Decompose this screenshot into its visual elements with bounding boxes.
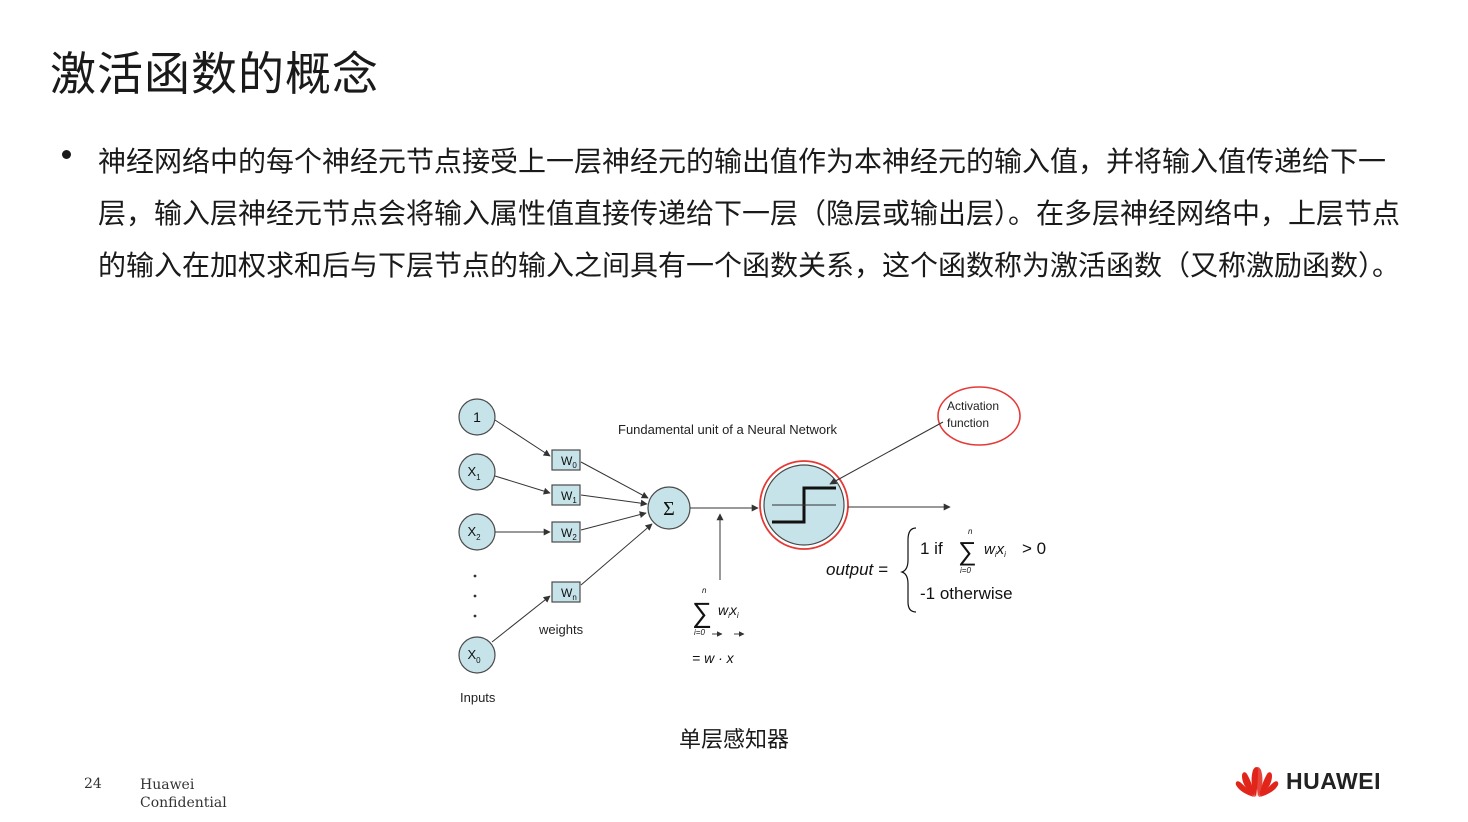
input-node-label: X0 <box>467 647 481 665</box>
svg-text:= w · x: = w · x <box>692 650 735 666</box>
svg-text:Wn: Wn <box>561 586 577 602</box>
svg-text:-1 otherwise: -1 otherwise <box>920 584 1013 603</box>
svg-text:wixi: wixi <box>718 602 739 620</box>
svg-text:> 0: > 0 <box>1022 539 1046 558</box>
input-node-label: X2 <box>467 524 481 542</box>
slide-title: 激活函数的概念 <box>50 47 379 101</box>
output-formula: output = 1 if n ∑ i=0 wixi > 0 -1 otherw… <box>826 527 1046 613</box>
svg-text:i=0: i=0 <box>694 628 705 637</box>
weight-box-w2: W2 <box>551 521 581 543</box>
bullet-text: 神经网络中的每个神经元节点接受上一层神经元的输出值作为本神经元的输入值，并将输入… <box>98 145 1401 282</box>
summation-node: Σ <box>647 486 691 530</box>
svg-text:i=0: i=0 <box>960 566 971 575</box>
svg-text:1 if: 1 if <box>920 539 943 558</box>
confidential-line2: Confidential <box>140 795 227 811</box>
svg-text:∑: ∑ <box>692 597 712 628</box>
input-node-x0: X0 <box>458 636 496 674</box>
input-node-label: X1 <box>467 464 481 482</box>
input-node-x2: X2 <box>458 513 496 551</box>
huawei-flower-icon <box>1235 767 1279 797</box>
svg-text:output =: output = <box>826 560 888 579</box>
svg-text:n: n <box>702 586 707 595</box>
sigma-symbol: Σ <box>663 498 675 520</box>
svg-text:∑: ∑ <box>958 536 977 566</box>
activation-label-line1: Activation <box>947 399 999 413</box>
input-node-x1: X1 <box>458 453 496 491</box>
diagram-title: Fundamental unit of a Neural Network <box>618 422 837 437</box>
input-node-label: 1 <box>473 409 481 425</box>
svg-text:n: n <box>968 527 973 536</box>
activation-function-callout: Activation function <box>829 386 1021 485</box>
weights-label: weights <box>538 622 584 637</box>
confidential-label: Huawei Confidential <box>140 776 227 812</box>
sum-formula: n ∑ i=0 wixi = w · x <box>692 586 745 666</box>
weight-box-w1: W1 <box>551 484 581 506</box>
svg-text:W0: W0 <box>561 454 577 470</box>
svg-text:wixi: wixi <box>984 541 1006 559</box>
weight-arrows <box>580 461 653 586</box>
diagram-caption: 单层感知器 <box>678 728 789 753</box>
page-number: 24 <box>84 776 102 792</box>
svg-text:W2: W2 <box>561 526 577 542</box>
confidential-line1: Huawei <box>140 777 195 793</box>
huawei-logo: HUAWEI <box>1234 764 1381 798</box>
input-node-1: 1 <box>458 398 496 436</box>
bullet-icon <box>62 150 71 159</box>
huawei-wordmark: HUAWEI <box>1286 767 1381 794</box>
ellipsis-dots <box>473 574 477 618</box>
weight-box-wn: Wn <box>551 581 581 603</box>
weight-box-w0: W0 <box>551 449 581 471</box>
inputs-label: Inputs <box>460 690 496 705</box>
input-arrows <box>491 419 551 643</box>
svg-text:W1: W1 <box>561 489 577 505</box>
activation-node <box>759 460 849 550</box>
perceptron-diagram: Fundamental unit of a Neural Network 1 X… <box>458 386 1046 705</box>
activation-label-line2: function <box>947 416 989 430</box>
